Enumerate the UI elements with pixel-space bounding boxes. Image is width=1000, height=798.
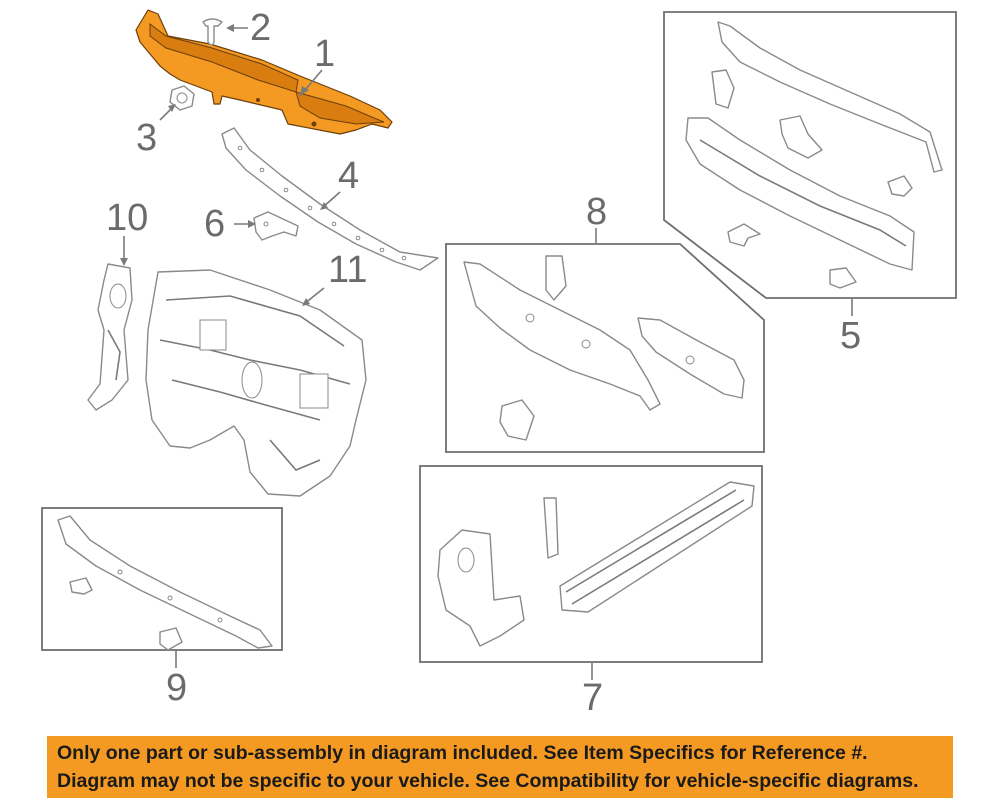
callout-3: 3: [136, 117, 157, 159]
callout-1: 1: [314, 33, 335, 75]
part-10-side-bracket: [87, 263, 133, 411]
part-5-cowl-assembly: [685, 21, 943, 289]
callout-5: 5: [840, 315, 861, 357]
banner-line-1: Only one part or sub-assembly in diagram…: [57, 742, 868, 764]
box-5: [663, 11, 957, 299]
box-7: [419, 465, 763, 663]
callout-8: 8: [586, 191, 607, 233]
callout-11: 11: [328, 249, 367, 291]
part-7-pillar-and-rail: [437, 481, 755, 647]
part-6-bracket: [253, 211, 299, 241]
callout-4: 4: [338, 155, 359, 197]
callout-9: 9: [166, 667, 187, 709]
part-1-cowl-panel: [135, 9, 393, 135]
part-2-clip: [202, 18, 223, 46]
callout-6: 6: [204, 203, 225, 245]
disclaimer-banner: Only one part or sub-assembly in diagram…: [47, 736, 953, 798]
callout-7: 7: [582, 677, 603, 719]
part-4-seal: [221, 127, 439, 271]
box-9: [41, 507, 283, 651]
part-8-dash-reinforcement: [463, 255, 745, 441]
part-9-cross-member: [57, 515, 273, 651]
banner-line-2: Diagram may not be specific to your vehi…: [57, 770, 919, 792]
callout-2: 2: [250, 7, 271, 49]
part-11-dash-panel: [145, 269, 367, 497]
callout-10: 10: [106, 197, 148, 239]
box-8: [445, 243, 765, 453]
